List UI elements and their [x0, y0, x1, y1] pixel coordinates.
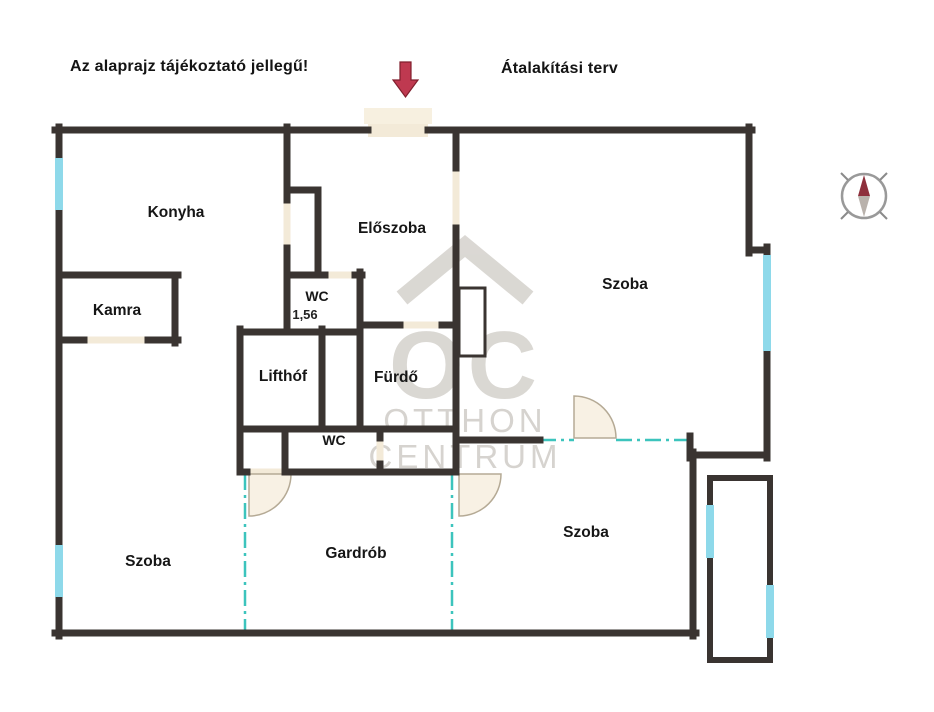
logo-word-1: OTTHON — [383, 402, 546, 439]
wc1-door-opening — [325, 271, 355, 279]
room-label-szoba-right-bottom: Szoba — [563, 524, 609, 541]
compass-needle-north — [858, 175, 870, 196]
door-arc-right-room — [573, 395, 617, 439]
compass-needle-south — [858, 196, 870, 217]
corridor-door-opening — [247, 468, 291, 476]
room-label-szoba-right-top: Szoba — [602, 276, 648, 293]
compass-icon — [840, 172, 888, 220]
room-labels-group: Konyha Kamra Előszoba WC 1,56 Lifthóf Fü… — [93, 204, 648, 570]
plan-title-text: Átalakítási terv — [501, 60, 619, 77]
door-arc-middle — [458, 473, 502, 517]
renovation-lines-group — [243, 438, 690, 631]
room-label-eloszoba: Előszoba — [358, 220, 426, 237]
door-openings-group — [84, 108, 697, 555]
door-leaf — [457, 286, 487, 358]
bathroom-door-opening — [400, 321, 442, 329]
wall-lines — [51, 123, 771, 640]
room-label-wc1: WC — [305, 288, 328, 304]
room-label-szoba-left-bottom: Szoba — [125, 553, 171, 570]
wc2-door-opening — [376, 438, 384, 464]
room-area-wc1: 1,56 — [292, 307, 317, 322]
window-balcony-left — [706, 505, 714, 558]
door-arcs-group — [248, 395, 617, 517]
windows-group — [55, 158, 774, 638]
pantry-door-opening — [84, 336, 148, 344]
room-label-furdo: Fürdő — [374, 369, 418, 386]
room-label-lifthof: Lifthóf — [259, 368, 308, 385]
room-label-kamra: Kamra — [93, 302, 142, 319]
room-label-gardrob: Gardrób — [325, 545, 386, 562]
room-label-wc2: WC — [322, 432, 345, 448]
window-right-bay — [763, 255, 771, 351]
entrance-opening — [368, 124, 428, 137]
window-balcony-right — [766, 585, 774, 638]
kitchen-door-opening — [283, 200, 291, 248]
door-arc-left — [248, 473, 292, 517]
window-left-bottom — [55, 545, 63, 597]
balcony-outline — [707, 475, 773, 663]
entrance-arrow-icon — [391, 61, 420, 99]
disclaimer-text: Az alaprajz tájékoztató jellegű! — [70, 58, 309, 75]
logo-roof-icon — [396, 234, 534, 305]
walls-group — [51, 123, 773, 663]
room-label-konyha: Konyha — [148, 204, 205, 221]
hall-room-door-opening — [452, 168, 460, 228]
window-left-top — [55, 158, 63, 210]
entrance-landing — [364, 108, 432, 124]
